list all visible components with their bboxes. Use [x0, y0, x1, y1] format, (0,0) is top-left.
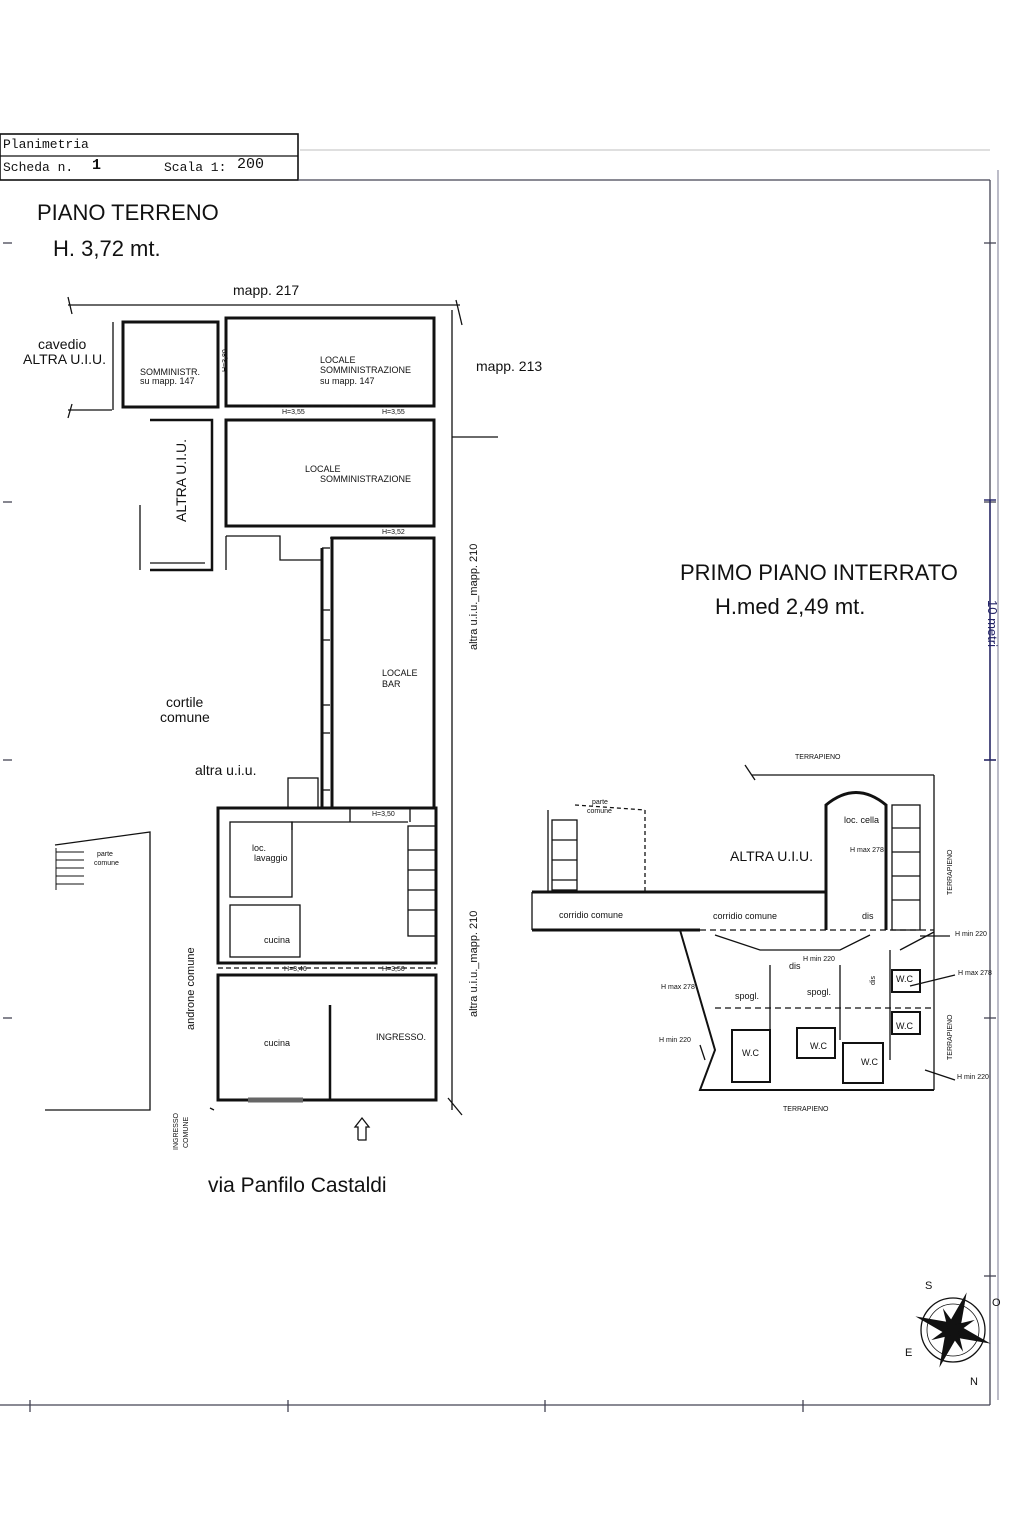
somministr-label: SOMMINISTR. — [140, 367, 200, 377]
scheda-value: 1 — [92, 157, 102, 174]
loc-lavaggio-a: loc. — [252, 843, 267, 853]
locale1-label-a: LOCALE — [320, 355, 356, 365]
mapp-217-label: mapp. 217 — [233, 282, 300, 298]
h-min-220-b: H min 220 — [803, 956, 835, 963]
compass-o: O — [992, 1297, 1001, 1309]
terrapieno-right-a: TERRAPIENO — [947, 849, 954, 895]
bsm-parte-comune-b: comune — [587, 808, 612, 815]
wc-3: W.C — [742, 1048, 759, 1058]
altra-uiu-small: altra u.i.u. — [195, 762, 257, 778]
h-max-278-a: H max 278 — [850, 847, 884, 854]
ingresso-comune-b: COMUNE — [183, 1116, 190, 1148]
loc-lavaggio-b: lavaggio — [254, 853, 288, 863]
compass-n: N — [970, 1376, 978, 1388]
basement-height: H.med 2,49 mt. — [715, 594, 866, 619]
compass-e: E — [905, 1347, 913, 1359]
corridoio-1: corridio comune — [559, 910, 624, 920]
locale-bar-a: LOCALE — [382, 668, 418, 678]
wc-5: W.C — [861, 1057, 878, 1067]
ground-floor-title: PIANO TERRENO — [37, 200, 219, 225]
h-3-55-b: H=3,55 — [382, 409, 405, 416]
wc-4: W.C — [810, 1041, 827, 1051]
basement-plan — [531, 764, 956, 1091]
locale2-label-a: LOCALE — [305, 464, 341, 474]
dis-1: dis — [862, 911, 874, 921]
dis-3: dis — [870, 976, 877, 985]
cortile-a: cortile — [166, 694, 204, 710]
spogl-2: spogl. — [807, 987, 832, 997]
cucina-1: cucina — [264, 935, 291, 945]
basement-title: PRIMO PIANO INTERRATO — [680, 560, 958, 585]
parte-comune-b: comune — [94, 860, 119, 867]
bsm-parte-comune-a: parte — [592, 799, 608, 806]
h-3-46: H=3,46 — [284, 966, 307, 973]
altra-mapp-210-b: altra u.i.u._mapp. 210 — [468, 910, 480, 1017]
ground-floor-height: H. 3,72 mt. — [53, 236, 161, 261]
corridoio-2: corridio comune — [713, 911, 778, 921]
terrapieno-top: TERRAPIENO — [795, 754, 841, 761]
parte-comune-a: parte — [97, 851, 113, 858]
androne-comune: androne comune — [185, 947, 197, 1030]
h-3-50-a: H=3,50 — [372, 811, 395, 818]
header-title: Planimetria — [3, 137, 89, 152]
wc-1: W.C — [896, 974, 913, 984]
spogl-1: spogl. — [735, 991, 760, 1001]
sheet-frame — [0, 149, 999, 1412]
scala-value: 200 — [237, 156, 265, 173]
scheda-label: Scheda n. — [3, 160, 74, 175]
cortile-b: comune — [160, 709, 210, 725]
compass-s: S — [925, 1280, 933, 1292]
h-max-278-b: H max 278 — [958, 970, 992, 977]
altra-mapp-210-a: altra u.i.u._mapp. 210 — [468, 543, 480, 650]
h-3-55-a: H=3,55 — [282, 409, 305, 416]
ingresso: INGRESSO. — [376, 1032, 427, 1042]
h-min-220-d: H min 220 — [957, 1074, 989, 1081]
altra-uiu-vertical: ALTRA U.I.U. — [173, 439, 189, 522]
terrapieno-bottom: TERRAPIENO — [783, 1106, 829, 1113]
h-max-278-c: H max 278 — [661, 984, 695, 991]
terrapieno-right-b: TERRAPIENO — [947, 1014, 954, 1060]
wc-2: W.C — [896, 1021, 913, 1031]
header-box — [0, 133, 299, 181]
loc-cella: loc. cella — [844, 815, 880, 825]
scala-label: Scala 1: — [164, 160, 227, 175]
h-min-220-c: H min 220 — [659, 1037, 691, 1044]
ingresso-comune-a: INGRESSO — [173, 1113, 180, 1150]
h-3-52: H=3,52 — [382, 529, 405, 536]
mapp-213-label: mapp. 213 — [476, 358, 543, 374]
dis-2: dis — [789, 961, 801, 971]
locale2-label-b: SOMMINISTRAZIONE — [320, 474, 412, 484]
bsm-altra-uiu: ALTRA U.I.U. — [730, 848, 813, 864]
h-3-80: H=3,80 — [222, 349, 229, 372]
locale1-label-c: su mapp. 147 — [320, 376, 375, 386]
compass-rose — [915, 1292, 991, 1368]
cucina-2: cucina — [264, 1038, 291, 1048]
somministr-mapp-label: su mapp. 147 — [140, 376, 195, 386]
cavedio-altra-label: ALTRA U.I.U. — [23, 351, 106, 367]
h-3-50-b: H=3,50 — [382, 966, 405, 973]
street-name: via Panfilo Castaldi — [208, 1174, 387, 1197]
ground-floor-plan — [45, 296, 498, 1141]
scale-bar-label: 10 metri — [985, 600, 1000, 647]
h-min-220-a: H min 220 — [955, 931, 987, 938]
locale1-label-b: SOMMINISTRAZIONE — [320, 365, 412, 375]
locale-bar-b: BAR — [382, 679, 401, 689]
scale-bar — [984, 499, 996, 761]
cavedio-label: cavedio — [38, 336, 87, 352]
